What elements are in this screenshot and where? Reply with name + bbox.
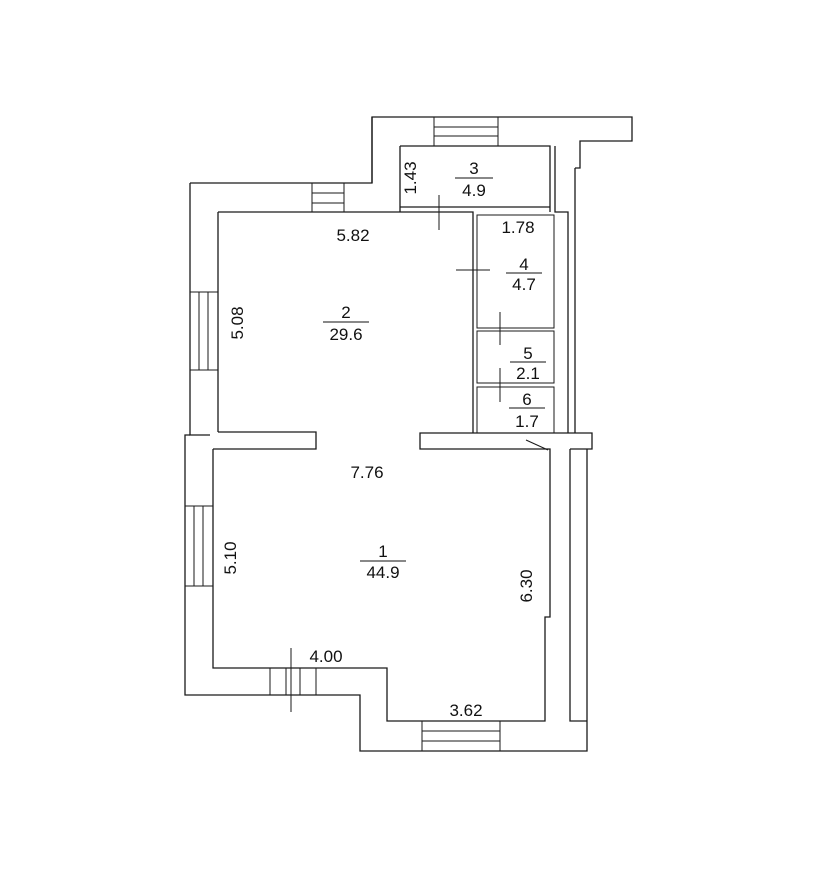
closet-walls — [476, 214, 555, 434]
room-2-label: 2 29.6 — [323, 303, 369, 344]
dim-room3-left: 1.43 — [401, 161, 420, 194]
outer-walls — [184, 116, 633, 752]
room-5-label: 5 2.1 — [510, 344, 546, 383]
room-4-label: 4 4.7 — [506, 255, 542, 294]
window-bottom-left — [269, 667, 317, 696]
dimension-labels: 5.82 5.08 7.76 5.10 6.30 4.00 3.62 1.43 … — [221, 161, 536, 720]
window-top-room2 — [311, 182, 345, 213]
dim-room1-top: 7.76 — [350, 463, 383, 482]
room-6-number: 6 — [522, 390, 531, 409]
dim-room1-right: 6.30 — [517, 569, 536, 602]
room-6-area: 1.7 — [515, 412, 539, 431]
dim-room1-left: 5.10 — [221, 541, 240, 574]
room-4-area: 4.7 — [512, 275, 536, 294]
room-2-area: 29.6 — [329, 325, 362, 344]
windows — [184, 116, 501, 752]
room-labels: 1 44.9 2 29.6 3 4.9 4 4.7 5 2.1 6 1.7 — [323, 159, 546, 582]
dim-room1-bottom-left: 4.00 — [309, 647, 342, 666]
room-1-number: 1 — [378, 542, 387, 561]
room-5-area: 2.1 — [516, 364, 540, 383]
room-3-label: 3 4.9 — [455, 159, 493, 200]
room-1-label: 1 44.9 — [360, 542, 406, 582]
room-3-number: 3 — [469, 159, 478, 178]
room-3-area: 4.9 — [462, 181, 486, 200]
room-2-number: 2 — [341, 303, 350, 322]
dim-room1-bottom-right: 3.62 — [449, 701, 482, 720]
room-1-area: 44.9 — [366, 563, 399, 582]
door-marks — [290, 195, 549, 712]
room-6-label: 6 1.7 — [509, 390, 545, 431]
dim-room4-top: 1.78 — [501, 218, 534, 237]
window-left-room2 — [189, 291, 219, 371]
window-bottom — [421, 720, 501, 752]
room-5-number: 5 — [523, 344, 532, 363]
room-4-number: 4 — [519, 255, 528, 274]
window-top-room3 — [433, 116, 499, 147]
dim-room2-left: 5.08 — [228, 306, 247, 339]
window-left-room1 — [184, 505, 214, 587]
dim-room2-top: 5.82 — [336, 226, 369, 245]
